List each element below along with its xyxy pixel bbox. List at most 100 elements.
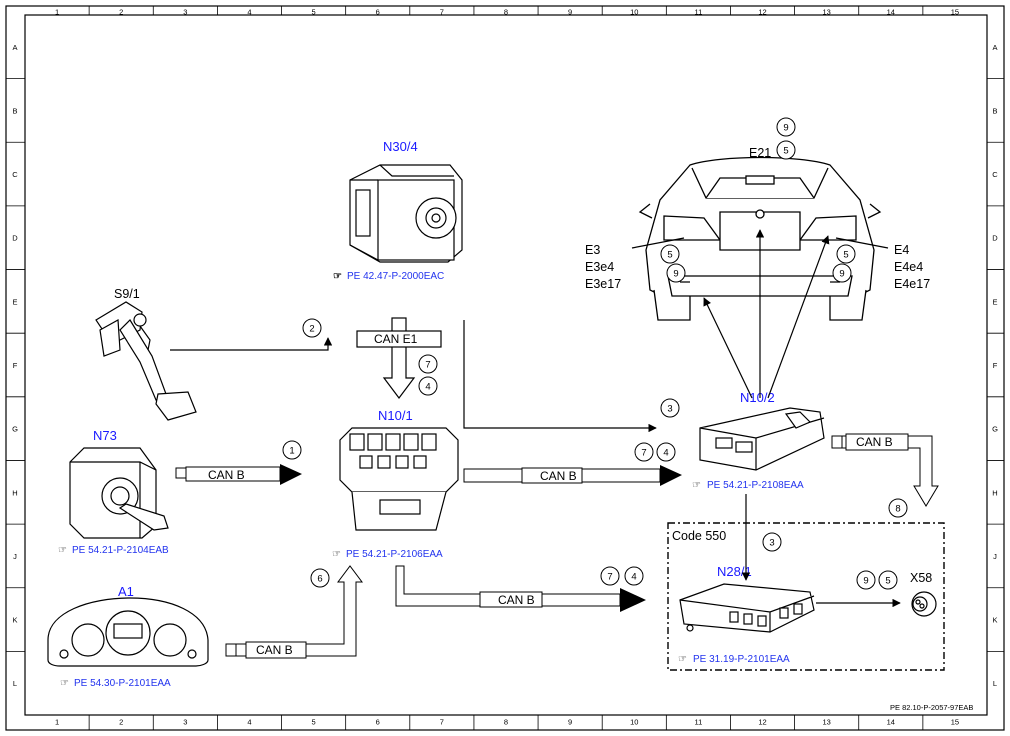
column-mark: 10	[630, 718, 638, 727]
row-mark: J	[993, 552, 997, 561]
can-e1-label: CAN E1	[374, 332, 418, 346]
drawing-frame: 1122334455667788991010111112121313141415…	[5, 5, 1005, 731]
can-b-n73-bus: CAN B	[175, 464, 302, 485]
e3-label: E3	[585, 243, 600, 257]
column-mark: 15	[951, 718, 959, 727]
svg-text:9: 9	[863, 576, 868, 587]
row-mark: K	[12, 616, 17, 625]
row-mark: G	[992, 425, 998, 434]
row-mark: C	[12, 170, 18, 179]
svg-text:2: 2	[309, 324, 314, 335]
column-mark: 10	[630, 8, 638, 17]
e4e17-label: E4e17	[894, 277, 930, 291]
can-b-n10-2-bus: CAN B	[831, 433, 939, 507]
can-b-a1-bus: CAN B	[225, 565, 363, 659]
svg-text:PE 54.21-P-2106EAA: PE 54.21-P-2106EAA	[346, 549, 443, 560]
svg-text:5: 5	[783, 146, 788, 157]
svg-text:4: 4	[425, 382, 430, 393]
svg-text:3: 3	[667, 404, 672, 415]
row-mark: E	[12, 297, 17, 306]
svg-text:CAN B: CAN B	[856, 435, 893, 449]
n10-1-ref[interactable]: ☞ PE 54.21-P-2106EAA	[332, 549, 443, 560]
manual-ref-icon: ☞	[332, 549, 341, 560]
svg-text:CAN B: CAN B	[208, 468, 245, 482]
svg-text:4: 4	[631, 572, 636, 583]
column-mark: 11	[695, 8, 703, 17]
manual-ref-icon: ☞	[333, 271, 342, 282]
connections	[170, 229, 901, 608]
svg-text:PE 42.47-P-2000EAC: PE 42.47-P-2000EAC	[347, 271, 444, 282]
svg-text:5: 5	[843, 250, 848, 261]
circle-marker-c3-code: 3	[762, 532, 782, 552]
circle-marker-c5-left: 5	[660, 244, 680, 264]
row-mark: H	[12, 488, 17, 497]
row-mark: G	[12, 425, 18, 434]
circle-marker-c5-top: 5	[776, 140, 796, 160]
row-mark: B	[12, 106, 17, 115]
column-mark: 14	[887, 8, 895, 17]
row-mark: D	[992, 234, 998, 243]
svg-text:7: 7	[425, 360, 430, 371]
n28-1-ref[interactable]: ☞ PE 31.19-P-2101EAA	[678, 654, 790, 665]
circle-marker-c5-right: 5	[836, 244, 856, 264]
code-550-box	[667, 522, 945, 671]
s9-1-label: S9/1	[114, 287, 140, 301]
svg-text:9: 9	[783, 123, 788, 134]
n30-4-ref[interactable]: ☞ PE 42.47-P-2000EAC	[333, 271, 444, 282]
e4e4-label: E4e4	[894, 260, 923, 274]
column-mark: 5	[312, 718, 316, 727]
manual-ref-icon: ☞	[678, 654, 687, 665]
row-mark: K	[992, 616, 997, 625]
svg-text:9: 9	[673, 269, 678, 280]
svg-text:CAN B: CAN B	[256, 643, 293, 657]
column-mark: 7	[440, 718, 444, 727]
svg-text:5: 5	[885, 576, 890, 587]
column-mark: 6	[376, 718, 380, 727]
row-mark: B	[992, 106, 997, 115]
svg-text:1: 1	[289, 446, 294, 457]
column-mark: 1	[55, 8, 59, 17]
a1-ref[interactable]: ☞ PE 54.30-P-2101EAA	[60, 678, 171, 689]
column-mark: 15	[951, 8, 959, 17]
circle-marker-c2: 2	[302, 318, 322, 338]
svg-text:7: 7	[641, 448, 646, 459]
svg-text:CAN B: CAN B	[540, 469, 577, 483]
column-mark: 7	[440, 8, 444, 17]
row-mark: E	[992, 297, 997, 306]
n10-2-ref[interactable]: ☞ PE 54.21-P-2108EAA	[692, 480, 804, 491]
n73-ref[interactable]: ☞ PE 54.21-P-2104EAB	[58, 545, 169, 556]
circle-marker-c1: 1	[282, 440, 302, 460]
svg-text:7: 7	[607, 572, 612, 583]
x58-label: X58	[910, 571, 932, 585]
e21-label: E21	[749, 146, 771, 160]
column-mark: 2	[119, 718, 123, 727]
row-mark: H	[992, 488, 997, 497]
svg-text:3: 3	[769, 538, 774, 549]
row-mark: D	[12, 234, 18, 243]
row-mark: C	[992, 170, 998, 179]
circle-marker-c4-n102: 4	[656, 442, 676, 462]
column-mark: 13	[822, 8, 830, 17]
trailer-module-drawing	[679, 583, 815, 633]
manual-ref-icon: ☞	[692, 480, 701, 491]
circle-marker-c9-right: 9	[832, 263, 852, 283]
row-mark: L	[993, 679, 997, 688]
circle-marker-c6: 6	[310, 568, 330, 588]
e3e4-label: E3e4	[585, 260, 614, 274]
column-mark: 14	[887, 718, 895, 727]
document-id: PE 82.10-P-2057-97EAB	[890, 703, 973, 712]
row-mark: A	[992, 43, 997, 52]
svg-text:6: 6	[317, 574, 322, 585]
ignition-switch-drawing	[69, 447, 169, 539]
instrument-cluster-drawing	[47, 597, 209, 667]
row-mark: F	[13, 361, 18, 370]
row-mark: F	[993, 361, 998, 370]
column-mark: 4	[247, 718, 251, 727]
column-mark: 12	[758, 8, 766, 17]
circle-marker-c8: 8	[888, 498, 908, 518]
sam-rear-drawing	[699, 407, 825, 471]
svg-text:PE 54.21-P-2104EAB: PE 54.21-P-2104EAB	[72, 545, 169, 556]
a1-label: A1	[118, 584, 134, 599]
